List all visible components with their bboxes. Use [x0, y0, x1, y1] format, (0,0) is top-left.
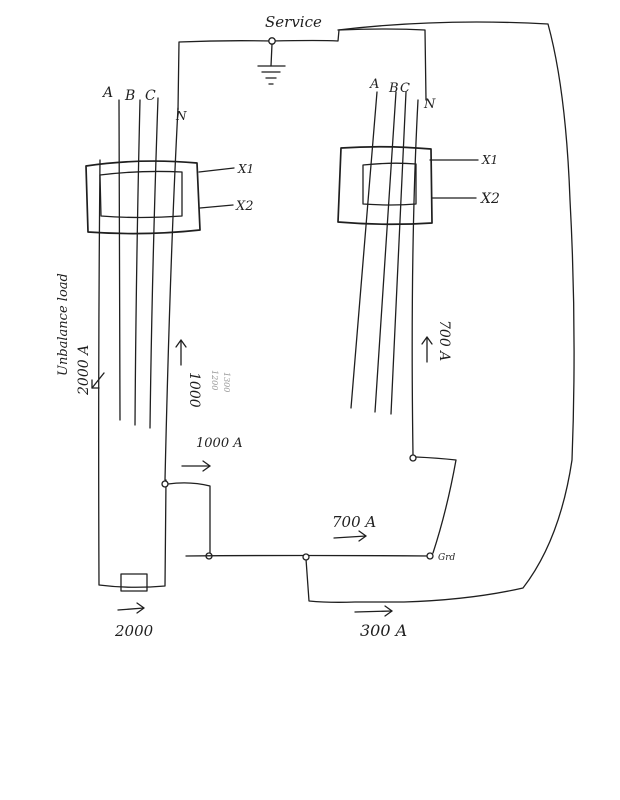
right-phase-c-label: C: [400, 81, 410, 96]
left-return-to-bus: [161, 480, 213, 560]
unbalance-current-arrow-icon: [91, 372, 105, 389]
bus-current-label: 700 A: [332, 513, 376, 531]
left-faint-note-1: 1200: [210, 370, 219, 390]
right-phase-b-label: B: [388, 81, 399, 96]
outer-return-loop: [305, 21, 575, 603]
left-load-box: [120, 573, 148, 592]
unbalance-load-label: Unbalance load: [56, 273, 71, 376]
left-ct-box: [85, 160, 235, 235]
left-feeder-arrow-icon: [175, 339, 187, 366]
bottom-right-arrow-icon: [354, 605, 393, 617]
right-phase-a-label: A: [369, 77, 379, 92]
left-feeder-current-label: 1000: [186, 372, 202, 408]
right-neutral-label: N: [423, 97, 436, 112]
left-feeder-conductors: [98, 97, 179, 588]
left-return-current-label: 1000 A: [196, 436, 243, 451]
left-phase-a-label: A: [101, 85, 113, 101]
right-x2-label: X2: [480, 191, 500, 207]
bus-node: [302, 553, 310, 561]
right-feeder-conductors: [350, 91, 419, 456]
bottom-right-current-label: 300 A: [360, 621, 407, 640]
right-feeder-arrow-icon: [421, 336, 433, 363]
left-phase-b-label: B: [124, 88, 135, 104]
right-feeder-current-label: 700 A: [436, 320, 452, 361]
service-top-conductor: [177, 28, 427, 111]
service-label: Service: [265, 13, 322, 31]
right-x1-label: X1: [481, 153, 498, 167]
right-ct-box: [337, 145, 479, 226]
service-ground-icon: [257, 37, 286, 85]
bottom-left-arrow-icon: [117, 602, 145, 614]
bottom-left-current-label: 2000: [114, 622, 154, 640]
left-neutral-label: N: [175, 109, 187, 123]
ground-label: Grd: [438, 553, 455, 563]
left-x2-label: X2: [235, 199, 254, 214]
left-x1-label: X1: [237, 162, 254, 176]
ground-node: [426, 552, 434, 560]
right-return-to-ground: [409, 454, 457, 554]
bus-current-arrow-icon: [333, 530, 367, 542]
left-faint-note-2: 1300: [222, 372, 231, 392]
left-return-arrow-icon: [181, 460, 211, 472]
unbalance-current-label: 2000 A: [76, 345, 92, 396]
left-phase-c-label: C: [145, 88, 156, 104]
